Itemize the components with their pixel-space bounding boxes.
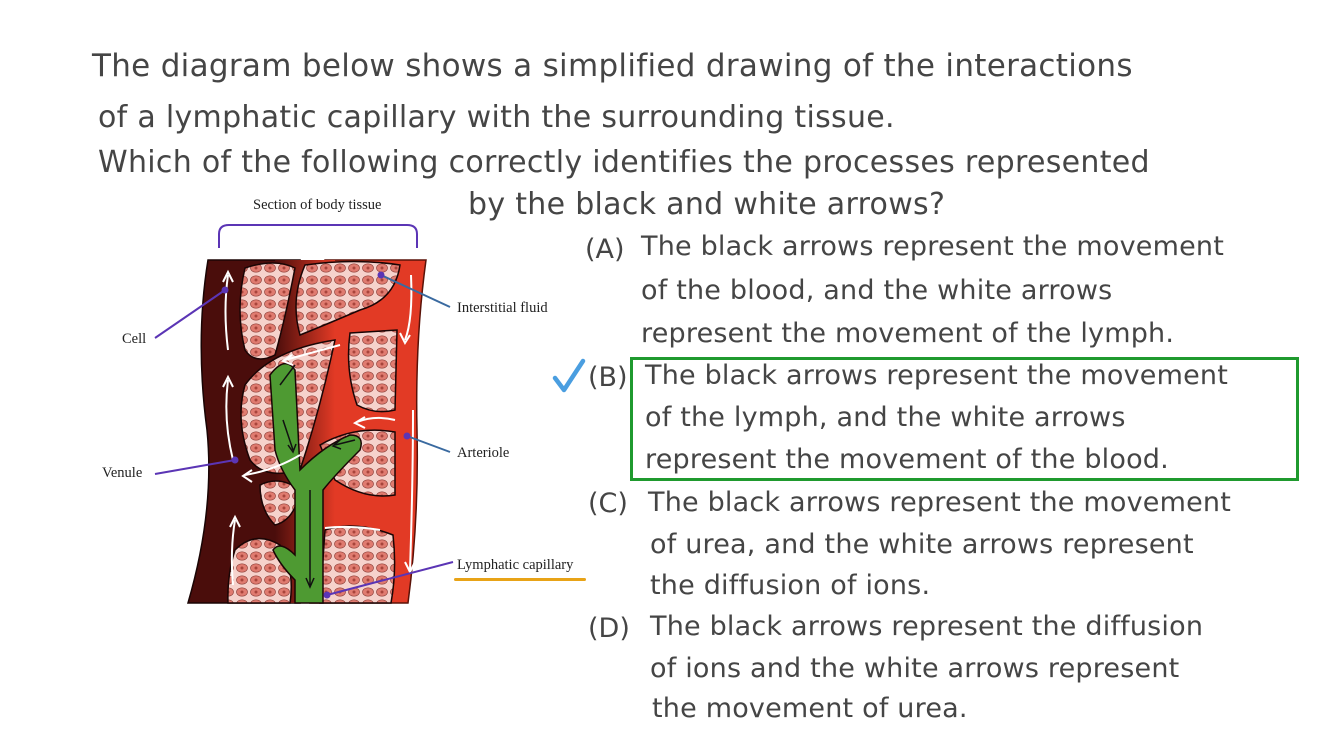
question-line-3: Which of the following correctly identif… — [98, 145, 1150, 180]
label-arteriole: Arteriole — [457, 445, 510, 461]
option-c-letter: (C) — [588, 488, 628, 519]
option-c-line-2: of urea, and the white arrows represent — [650, 529, 1194, 560]
check-icon — [552, 358, 586, 398]
option-b-letter: (B) — [588, 362, 628, 393]
option-a-line-3: represent the movement of the lymph. — [641, 318, 1175, 349]
option-c-line-3: the diffusion of ions. — [650, 570, 931, 601]
option-b-line-1: The black arrows represent the movement — [645, 360, 1229, 391]
tissue-illustration — [154, 224, 454, 604]
lymphatic-diagram: Section of body tissue Cell Venule Inter… — [95, 190, 615, 610]
option-a-line-1: The black arrows represent the movement — [641, 231, 1225, 262]
option-a-line-2: of the blood, and the white arrows — [641, 275, 1113, 306]
diagram-title: Section of body tissue — [253, 197, 382, 213]
label-interstitial-fluid: Interstitial fluid — [457, 300, 548, 316]
correct-answer-box — [630, 357, 1299, 481]
white-arrows — [222, 269, 416, 586]
option-d-letter: (D) — [588, 613, 630, 644]
black-arrows — [279, 364, 356, 589]
label-cell: Cell — [122, 331, 147, 347]
option-d-line-3: the movement of urea. — [652, 693, 968, 724]
label-lymphatic-capillary: Lymphatic capillary — [457, 557, 574, 573]
option-d-line-2: of ions and the white arrows represent — [650, 653, 1180, 684]
option-a-letter: (A) — [585, 234, 625, 265]
question-line-4: by the black and white arrows? — [468, 187, 946, 222]
lymphatic-capillary-highlight — [454, 578, 586, 581]
label-venule: Venule — [102, 465, 143, 481]
option-d-line-1: The black arrows represent the diffusion — [650, 611, 1204, 642]
option-b-line-3: represent the movement of the blood. — [645, 444, 1169, 475]
question-line-2: of a lymphatic capillary with the surrou… — [98, 100, 895, 135]
question-line-1: The diagram below shows a simplified dra… — [92, 48, 1133, 84]
option-b-line-2: of the lymph, and the white arrows — [645, 402, 1126, 433]
label-pointers — [154, 271, 454, 599]
option-c-line-1: The black arrows represent the movement — [648, 487, 1232, 518]
